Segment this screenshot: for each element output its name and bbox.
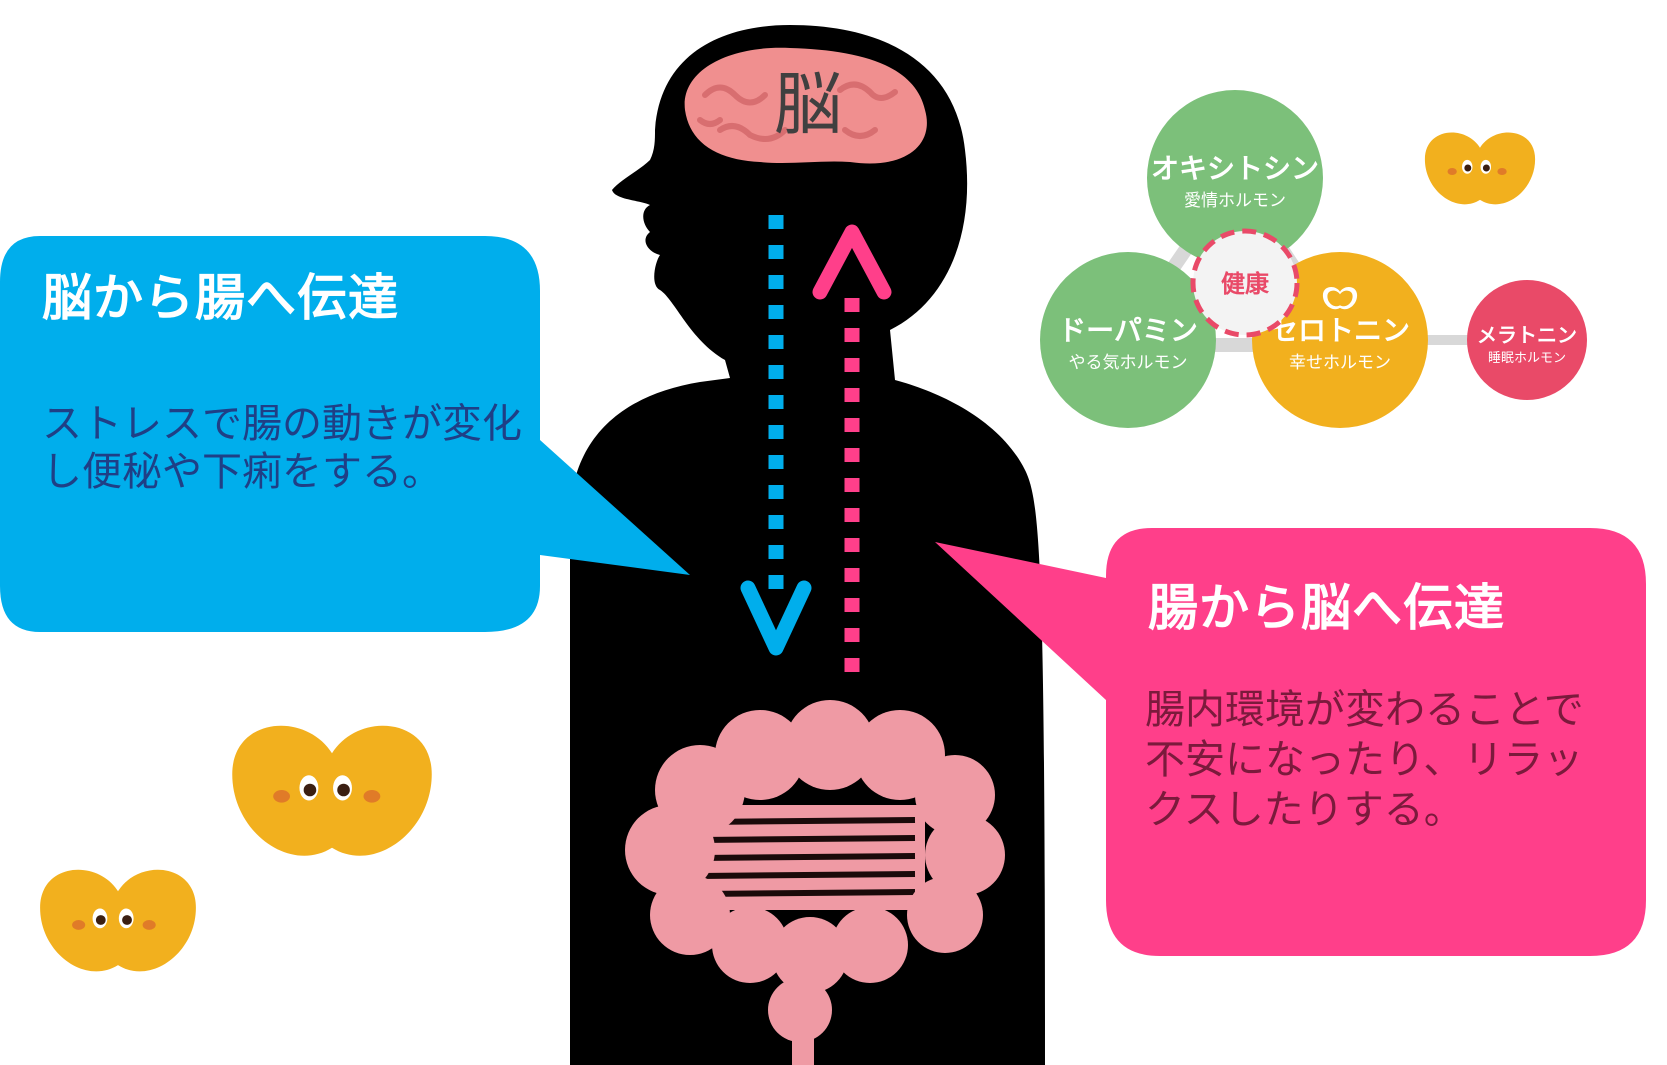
gut-to-brain-body: 腸内環境が変わることで不安になったり、リラックスしたりする。: [1145, 687, 1584, 833]
serotonin-sub: 幸せホルモン: [1289, 353, 1391, 373]
oxytocin-sub: 愛情ホルモン: [1184, 191, 1286, 211]
dopamine-name: ドーパミン: [1058, 314, 1198, 347]
mascot-icon: [40, 869, 196, 972]
melatonin-name: メラトニン: [1477, 323, 1577, 347]
hormone-diagram: オキシトシン 愛情ホルモン ドーパミン やる気ホルモン セロトニン 幸せホルモン…: [1040, 90, 1587, 428]
mascot-icon: [232, 725, 432, 856]
brain-to-gut-bubble: [0, 236, 690, 632]
gut-to-brain-bubble: [935, 528, 1646, 956]
oxytocin-circle: [1147, 90, 1323, 266]
brain-to-gut-body: ストレスで腸の動きが変化し便秘や下痢をする。: [42, 401, 522, 495]
brain-to-gut-arrow: [740, 215, 812, 656]
dopamine-circle: [1040, 252, 1216, 428]
dopamine-sub: やる気ホルモン: [1069, 353, 1188, 373]
health-circle: [1190, 228, 1300, 338]
serotonin-mascot-icon: [1322, 286, 1358, 310]
brain-to-gut-title: 脳から腸へ伝達: [42, 269, 399, 327]
mascot-icon: [1424, 132, 1536, 205]
gut-to-brain-arrow: [812, 224, 892, 672]
melatonin-sub: 睡眠ホルモン: [1488, 351, 1566, 366]
brain-label: 脳: [774, 66, 842, 145]
serotonin-name: セロトニン: [1270, 314, 1410, 347]
brain: 脳: [684, 47, 927, 164]
health-label: 健康: [1221, 270, 1270, 298]
melatonin-circle: [1467, 280, 1587, 400]
intestine: [625, 700, 1005, 1065]
oxytocin-name: オキシトシン: [1151, 152, 1319, 185]
gut-to-brain-title: 腸から脳へ伝達: [1148, 579, 1505, 637]
